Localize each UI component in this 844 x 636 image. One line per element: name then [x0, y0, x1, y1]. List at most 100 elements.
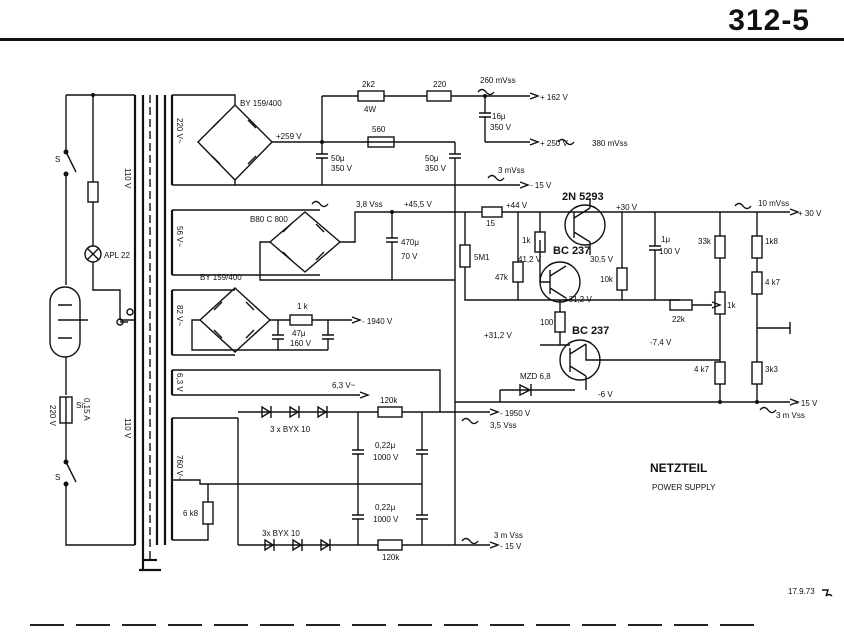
label-r100: 100 [540, 318, 554, 327]
label-c1u-volt: 100 V [659, 247, 681, 256]
label-r1k-b: 1 k [297, 302, 309, 311]
label-zener: MZD 6,8 [520, 372, 551, 381]
signature-mark [822, 589, 833, 597]
label-sec-82: 82 V~ [175, 305, 184, 326]
label-q-bc237-b: BC 237 [572, 325, 609, 337]
label-out-30v: + 30 V [798, 209, 822, 218]
label-ripple-3m-b: 3 m Vss [776, 411, 805, 420]
page-number: 312-5 [728, 4, 810, 37]
label-pot-1k: 1k [727, 301, 736, 310]
label-q-bc237-a: BC 237 [553, 245, 590, 257]
label-250v: + 250 V [540, 139, 568, 148]
hv-supply-250v [172, 90, 540, 545]
label-ripple-3m-c: 3 m Vss [494, 531, 523, 540]
label-305v: 30,5 V [590, 255, 614, 264]
label-r33k: 33k [698, 237, 712, 246]
label-c022-a-volt: 1000 V [373, 453, 399, 462]
label-r220: 220 [433, 80, 447, 89]
top-rule [0, 38, 844, 41]
label-r5m1: 5M1 [474, 253, 490, 262]
label-neg15-a: - 15 V [530, 181, 552, 190]
label-r4k7-a: 4 k7 [765, 278, 781, 287]
label-312v-b: +31,2 V [484, 331, 512, 340]
ripple-marks [311, 88, 777, 545]
label-primary-bottom: 110 V [123, 418, 132, 439]
label-c1u: 1μ [661, 235, 670, 244]
label-r120k-b: 120k [382, 553, 400, 562]
label-c022-a: 0,22μ [375, 441, 396, 450]
label-neg6: -6 V [598, 390, 613, 399]
label-mains: 220 V [48, 405, 57, 427]
label-455v: +45,5 V [404, 200, 432, 209]
label-ripple-10m: 10 mVss [758, 199, 789, 208]
label-q-2n5293: 2N 5293 [562, 191, 604, 203]
label-bridge-top: BY 159/400 [240, 99, 282, 108]
label-r6k8: 6 k8 [183, 509, 199, 518]
label-30v: +30 V [616, 203, 638, 212]
label-c16u-volt: 350 V [490, 123, 512, 132]
label-c022-b: 0,22μ [375, 503, 396, 512]
primary-circuit [49, 93, 135, 546]
label-ripple-3mv-a: 3 mVss [498, 166, 525, 175]
label-c022-b-volt: 1000 V [373, 515, 399, 524]
label-byx10-b: 3x BYX 10 [262, 529, 300, 538]
label-r3k3: 3k3 [765, 365, 778, 374]
label-sec-760: 760 V~ [175, 455, 184, 481]
label-sec-63: 6,3 V [175, 373, 184, 392]
negative-supply [172, 287, 362, 356]
label-412v: 41,2 V [518, 255, 542, 264]
label-c50u-b-volt: 350 V [425, 164, 447, 173]
label-259v: +259 V [276, 132, 302, 141]
transformer [133, 95, 174, 572]
label-c470u-volt: 70 V [401, 252, 418, 261]
label-primary-top: 110 V [123, 168, 132, 189]
label-c16u: 16μ [492, 112, 506, 121]
label-ripple-35: 3,5 Vss [490, 421, 517, 430]
label-fuse-rating: 0,15 A [82, 398, 91, 421]
hv-negative [172, 405, 500, 552]
label-r22k: 22k [672, 315, 686, 324]
label-ripple-260: 260 mVss [480, 76, 516, 85]
label-r47k: 47k [495, 273, 509, 282]
label-neg15-b: - 15 V [796, 399, 818, 408]
label-ripple-38: 3,8 Vss [356, 200, 383, 209]
heater-supply [172, 369, 441, 412]
label-byx10-a: 3 x BYX 10 [270, 425, 311, 434]
label-sec-220: 220 V~ [175, 118, 184, 144]
regulator-supply [172, 198, 800, 406]
label-r4k7-b: 4 k7 [694, 365, 710, 374]
label-c50u-a-volt: 350 V [331, 164, 353, 173]
label-fuse: Si [76, 401, 83, 410]
label-neg1940: - 1940 V [362, 317, 393, 326]
label-r1k8: 1k8 [765, 237, 778, 246]
label-312v-a: +31,2 V [564, 295, 592, 304]
label-r2k2: 2k2 [362, 80, 375, 89]
label-bridge-mid: BY 159/400 [200, 273, 242, 282]
label-bridge-b80: B80 C 800 [250, 215, 288, 224]
diagram-title: NETZTEIL [650, 461, 707, 475]
label-r120k-a: 120k [380, 396, 398, 405]
label-r15: 15 [486, 219, 495, 228]
label-ripple-380: 380 mVss [592, 139, 628, 148]
label-c47u: 47μ [292, 329, 306, 338]
diagram-subtitle: POWER SUPPLY [652, 483, 716, 492]
label-c50u-a: 50μ [331, 154, 345, 163]
label-c50u-b: 50μ [425, 154, 439, 163]
label-switch-bottom: S [55, 473, 60, 482]
label-neg15-c: - 15 V [500, 542, 522, 551]
label-162v: + 162 V [540, 93, 568, 102]
label-c47u-volt: 160 V [290, 339, 312, 348]
label-44v: +44 V [506, 201, 528, 210]
label-lamp: APL 22 [104, 251, 130, 260]
label-r10k: 10k [600, 275, 614, 284]
label-neg1950: - 1950 V [500, 409, 531, 418]
label-63v: 6,3 V~ [332, 381, 356, 390]
label-switch-top: S [55, 155, 60, 164]
label-r560: 560 [372, 125, 386, 134]
label-c470u: 470μ [401, 238, 419, 247]
footer-registration-marks [30, 624, 830, 636]
label-r2k2-watt: 4W [364, 105, 376, 114]
diagram-date: 17.9.73 [788, 587, 815, 596]
label-sec-56: 56 V~ [175, 226, 184, 247]
